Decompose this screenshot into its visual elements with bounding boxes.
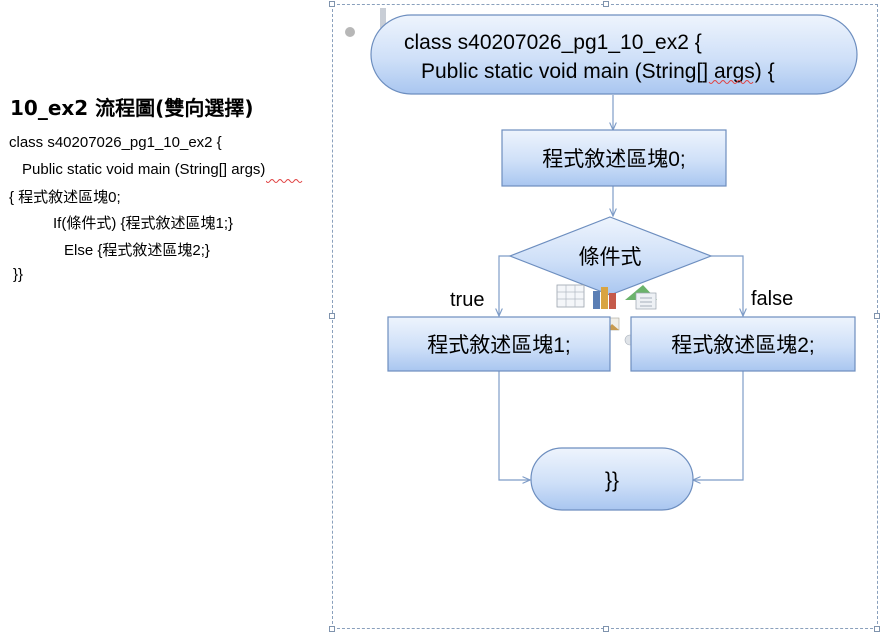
block0-label: 程式敘述區塊0; [542,148,686,171]
true-label: true [450,289,484,311]
start-terminator[interactable]: class s40207026_pg1_10_ex2 { Public stat… [370,14,858,95]
code-line-close: }} [13,266,24,283]
connectors [499,95,743,480]
code-line-main: Public static void main (String[] args) [22,161,266,178]
edge-decision-to-block2 [711,255,743,316]
start-line-2: Public static void main (String[] args) … [421,60,775,83]
bullet-dot-icon [345,27,355,37]
process-block-0[interactable]: 程式敘述區塊0; [501,129,727,187]
start-line-1: class s40207026_pg1_10_ex2 { [404,31,702,54]
block2-label: 程式敘述區塊2; [671,334,815,357]
table-icon [556,284,585,308]
edge-block2-to-end [693,371,744,480]
resize-handle-bottom-mid[interactable] [603,626,609,632]
false-label: false [751,288,793,310]
resize-handle-mid-left[interactable] [329,313,335,319]
smartart-icon [625,285,657,310]
code-line-if: If(條件式) {程式敘述區塊1;} [53,215,234,232]
code-line-else: Else {程式敘述區塊2;} [64,242,210,259]
code-line-class: class s40207026_pg1_10_ex2 { [9,134,222,151]
resize-handle-bottom-left[interactable] [329,626,335,632]
resize-handle-top-left[interactable] [329,1,335,7]
code-line-block0: { 程式敘述區塊0; [9,189,121,206]
spellcheck-squiggle [708,80,754,84]
block1-label: 程式敘述區塊1; [427,334,571,357]
end-terminator[interactable]: }} [530,447,694,511]
text-cursor-bar [380,8,386,36]
end-label: }} [605,469,619,492]
code-spellcheck-squiggle [266,179,303,183]
edge-block1-to-end [498,371,530,480]
decision-diamond[interactable]: 條件式 [508,216,713,296]
bar-chart-icon [593,287,616,309]
decision-label: 條件式 [579,246,642,269]
process-block-1[interactable]: 程式敘述區塊1; [387,316,611,372]
process-block-2[interactable]: 程式敘述區塊2; [630,316,856,372]
page-title: 10_ex2 流程圖(雙向選擇) [10,96,254,120]
edge-decision-to-block1 [499,255,510,316]
resize-handle-top-mid[interactable] [603,1,609,7]
